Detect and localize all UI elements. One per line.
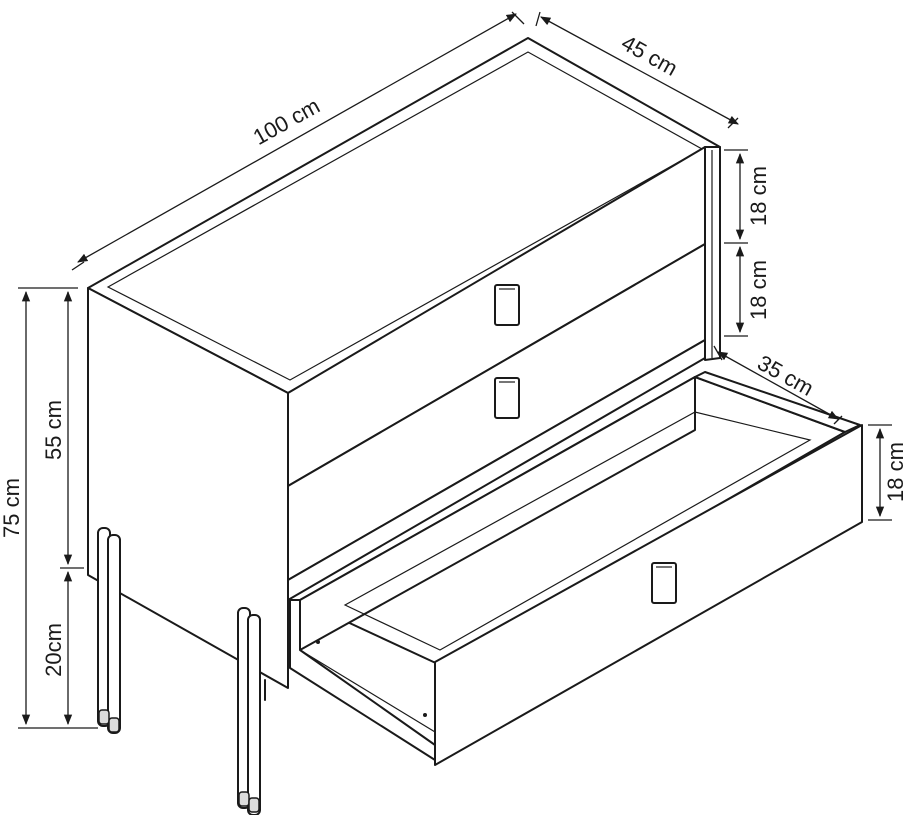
dimension-drawer-2 bbox=[724, 245, 748, 337]
leg-front-left bbox=[97, 527, 121, 734]
label-depth: 45 cm bbox=[617, 30, 682, 81]
label-body-height: 55 cm bbox=[41, 400, 66, 460]
drawer-front-open bbox=[434, 424, 863, 766]
label-width: 100 cm bbox=[249, 93, 324, 150]
drawer-handle-top bbox=[494, 284, 520, 326]
leg-front-right bbox=[237, 607, 261, 815]
label-leg-height: 20cm bbox=[41, 623, 66, 677]
label-drawer-2: 18 cm bbox=[746, 260, 771, 320]
cabinet-lower-front bbox=[287, 339, 706, 601]
dimension-drawer-open-height bbox=[868, 424, 892, 521]
cabinet-left-side bbox=[87, 287, 289, 689]
dimension-drawer-1 bbox=[724, 149, 748, 244]
label-drawer-open-height: 18 cm bbox=[883, 442, 908, 502]
label-drawer-1: 18 cm bbox=[746, 166, 771, 226]
dimension-width bbox=[71, 11, 525, 271]
label-total-height: 75 cm bbox=[0, 478, 24, 538]
dimension-total-height bbox=[18, 287, 98, 729]
dimension-depth bbox=[535, 11, 739, 129]
dimension-drawer-depth bbox=[713, 345, 843, 425]
dimension-body-height bbox=[60, 290, 84, 569]
drawer-handle-middle bbox=[494, 377, 520, 419]
drawer-handle-open bbox=[651, 562, 677, 604]
